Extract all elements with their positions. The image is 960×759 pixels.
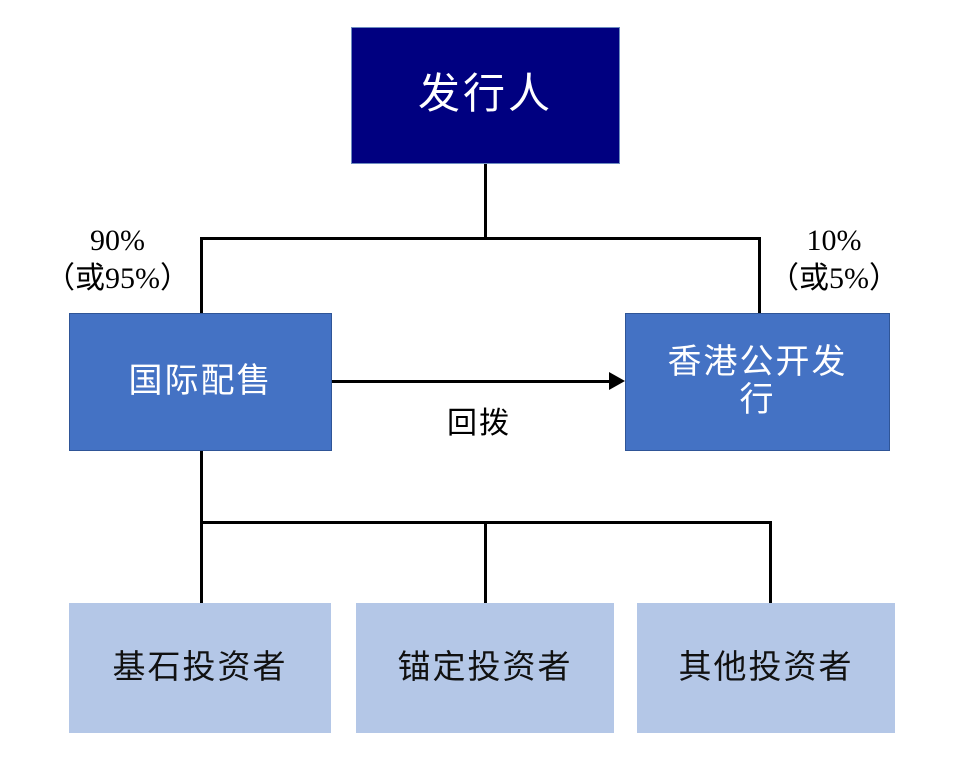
node-international-placing-label: 国际配售 [128, 362, 273, 400]
allocation-label-left: 90% （或95%） [45, 222, 190, 299]
node-issuer[interactable]: 发行人 [351, 27, 620, 164]
node-issuer-label: 发行人 [417, 71, 553, 118]
clawback-arrow-head [609, 372, 625, 390]
allocation-left-primary: 90% [90, 224, 145, 257]
node-other-investors[interactable]: 其他投资者 [637, 603, 895, 733]
connector-drop-hk-public [758, 237, 761, 315]
connector-drop-anchor [484, 521, 487, 604]
connector-tranche-bus [200, 237, 761, 240]
allocation-left-alternate: （或95%） [45, 262, 190, 296]
node-cornerstone-investors-label: 基石投资者 [112, 649, 288, 686]
clawback-arrow-shaft [332, 380, 613, 383]
connector-investor-stem [200, 451, 203, 524]
node-cornerstone-investors[interactable]: 基石投资者 [69, 603, 331, 733]
connector-issuer-stem [484, 164, 487, 240]
connector-drop-other [769, 521, 772, 604]
connector-drop-international [200, 237, 203, 315]
node-hk-public-offer-label: 香港公开发行 [667, 343, 848, 419]
clawback-label: 回拨 [447, 407, 511, 440]
allocation-label-right: 10% （或5%） [769, 222, 899, 299]
node-anchor-investors-label: 锚定投资者 [397, 649, 573, 686]
node-international-placing[interactable]: 国际配售 [69, 313, 332, 451]
node-other-investors-label: 其他投资者 [678, 649, 854, 686]
allocation-right-alternate: （或5%） [769, 262, 899, 296]
node-hk-public-offer[interactable]: 香港公开发行 [625, 313, 890, 451]
node-anchor-investors[interactable]: 锚定投资者 [356, 603, 614, 733]
allocation-right-primary: 10% [806, 224, 862, 257]
connector-drop-cornerstone [200, 521, 203, 604]
